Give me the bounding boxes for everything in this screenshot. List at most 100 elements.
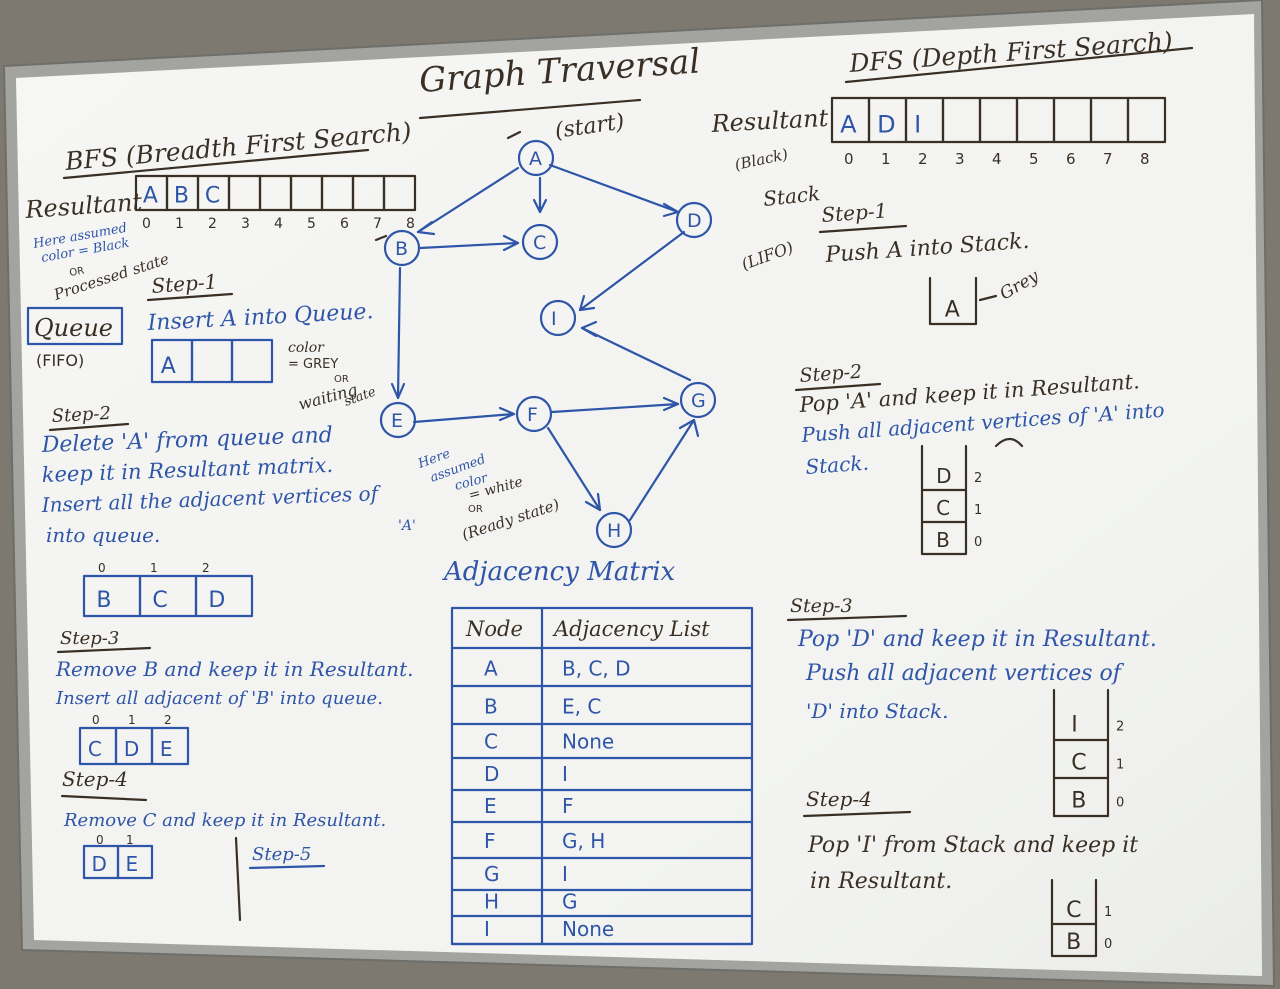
graph-node-label: C [533,232,546,254]
bfs-step2-queue-value: B [96,588,111,613]
stack-item: A [945,298,960,323]
dfs-step1-underline [818,224,908,234]
adjacency-row-node: H [484,890,499,914]
arrowhead-c-left [502,234,520,252]
adjacency-header-node: Node [465,617,523,641]
stack-index: 0 [974,535,982,550]
arrowhead-h [584,492,602,512]
bfs-step2-queue-cell [194,574,254,618]
queue-label-box [26,306,124,346]
arrowhead-g-bottom [678,418,700,438]
edge-h-g [628,418,696,522]
stack-item: B [1066,930,1081,955]
bfs-step2-queue-index: 0 [98,561,106,575]
stack-item: C [1071,751,1086,776]
bfs-resultant-value: B [174,184,189,209]
dfs-resultant-index: 0 [844,150,854,168]
bfs-resultant-index: 1 [175,216,184,232]
bfs-step2-underline [48,422,130,432]
stack-index: 1 [1116,758,1124,773]
bfs-step3-queue-index: 1 [128,713,136,727]
dfs-resultant-value: D [877,110,895,138]
bfs-step4-title: Step-4 [62,767,128,791]
stack-index: 0 [1116,796,1124,811]
stack-index: 0 [1104,937,1112,952]
bfs-step3-title: Step-3 [60,628,119,649]
graph-node [595,511,633,549]
bfs-step3-underline [56,646,152,654]
dfs-resultant-index: 1 [881,150,891,168]
bfs-resultant-value: C [205,184,220,209]
bfs-resultant-index: 5 [307,216,316,232]
dfs-resultant-cell [1126,96,1167,144]
bfs-resultant-index: 7 [373,216,382,232]
adjacency-row-list: E, C [562,694,601,718]
edge-a-b [416,166,520,234]
dfs-resultant-value: A [840,110,857,138]
adjacency-row-list: G [562,890,578,914]
dfs-step3-line2: Push all adjacent vertices of [805,661,1125,686]
bfs-resultant-cell [382,174,417,212]
stack-index: 1 [974,503,982,518]
arrowhead-c-top [532,198,548,214]
bfs-step3-queue-index: 2 [164,713,172,727]
graph-node [515,395,553,433]
dfs-resultant-index: 6 [1066,150,1076,168]
queue-sub: (FIFO) [36,351,84,370]
bfs-step3-queue-value: D [124,737,139,761]
edge-f-g [550,402,680,414]
bfs-step2-queue-value: D [208,588,225,613]
arrowhead-f [498,406,516,422]
white-note-5: OR [468,504,483,515]
stack-outline [1052,688,1110,818]
bfs-step4-line1: Remove C and keep it in Resultant. [63,810,386,831]
bfs-step4-queue-index: 0 [96,833,104,847]
adjacency-row-list: None [562,917,614,941]
dfs-step4-line2: in Resultant. [810,869,952,894]
stack-index: 2 [1116,720,1124,735]
edge-a-d [548,163,680,214]
node-a-tick [506,130,522,140]
bfs-step4-queue-value: D [91,852,106,876]
stack-item: C [1066,898,1081,923]
arrowhead-b [416,220,436,236]
stack-outline [1050,878,1098,958]
bfs-heading-underline [62,148,370,180]
arrowhead-g [662,396,680,412]
graph-node-label: H [607,520,621,542]
dfs-step1-title: Step-1 [821,198,888,227]
edge-e-f [412,412,516,424]
edge-b-c [418,241,520,250]
board-glare [16,14,1262,976]
arrowhead-e [390,382,406,400]
dfs-step2-title: Step-2 [799,361,863,387]
graph-node-label: F [527,404,538,426]
bfs-step3-queue-cell [150,726,190,766]
dfs-step4-line1: Pop 'I' from Stack and keep it [807,833,1138,858]
graph-node [521,223,559,261]
bfs-step1-underline [146,292,234,302]
adjacency-row-node: F [484,829,496,853]
dfs-resultant-index: 8 [1140,150,1150,168]
dfs-step3-title: Step-3 [790,595,853,617]
edge-f-h [546,426,602,512]
adjacency-heading: Adjacency Matrix [442,557,676,587]
bfs-step3-queue-value: E [160,737,173,761]
bfs-step3-queue-value: C [88,737,102,761]
stack-index: 1 [1104,905,1112,920]
title-underline [418,98,642,120]
dfs-step3-line3: 'D' into Stack. [806,699,948,723]
arrowhead-i-right [580,320,598,338]
adjacency-row-list: B, C, D [562,656,631,680]
adjacency-row-node: E [484,794,497,818]
